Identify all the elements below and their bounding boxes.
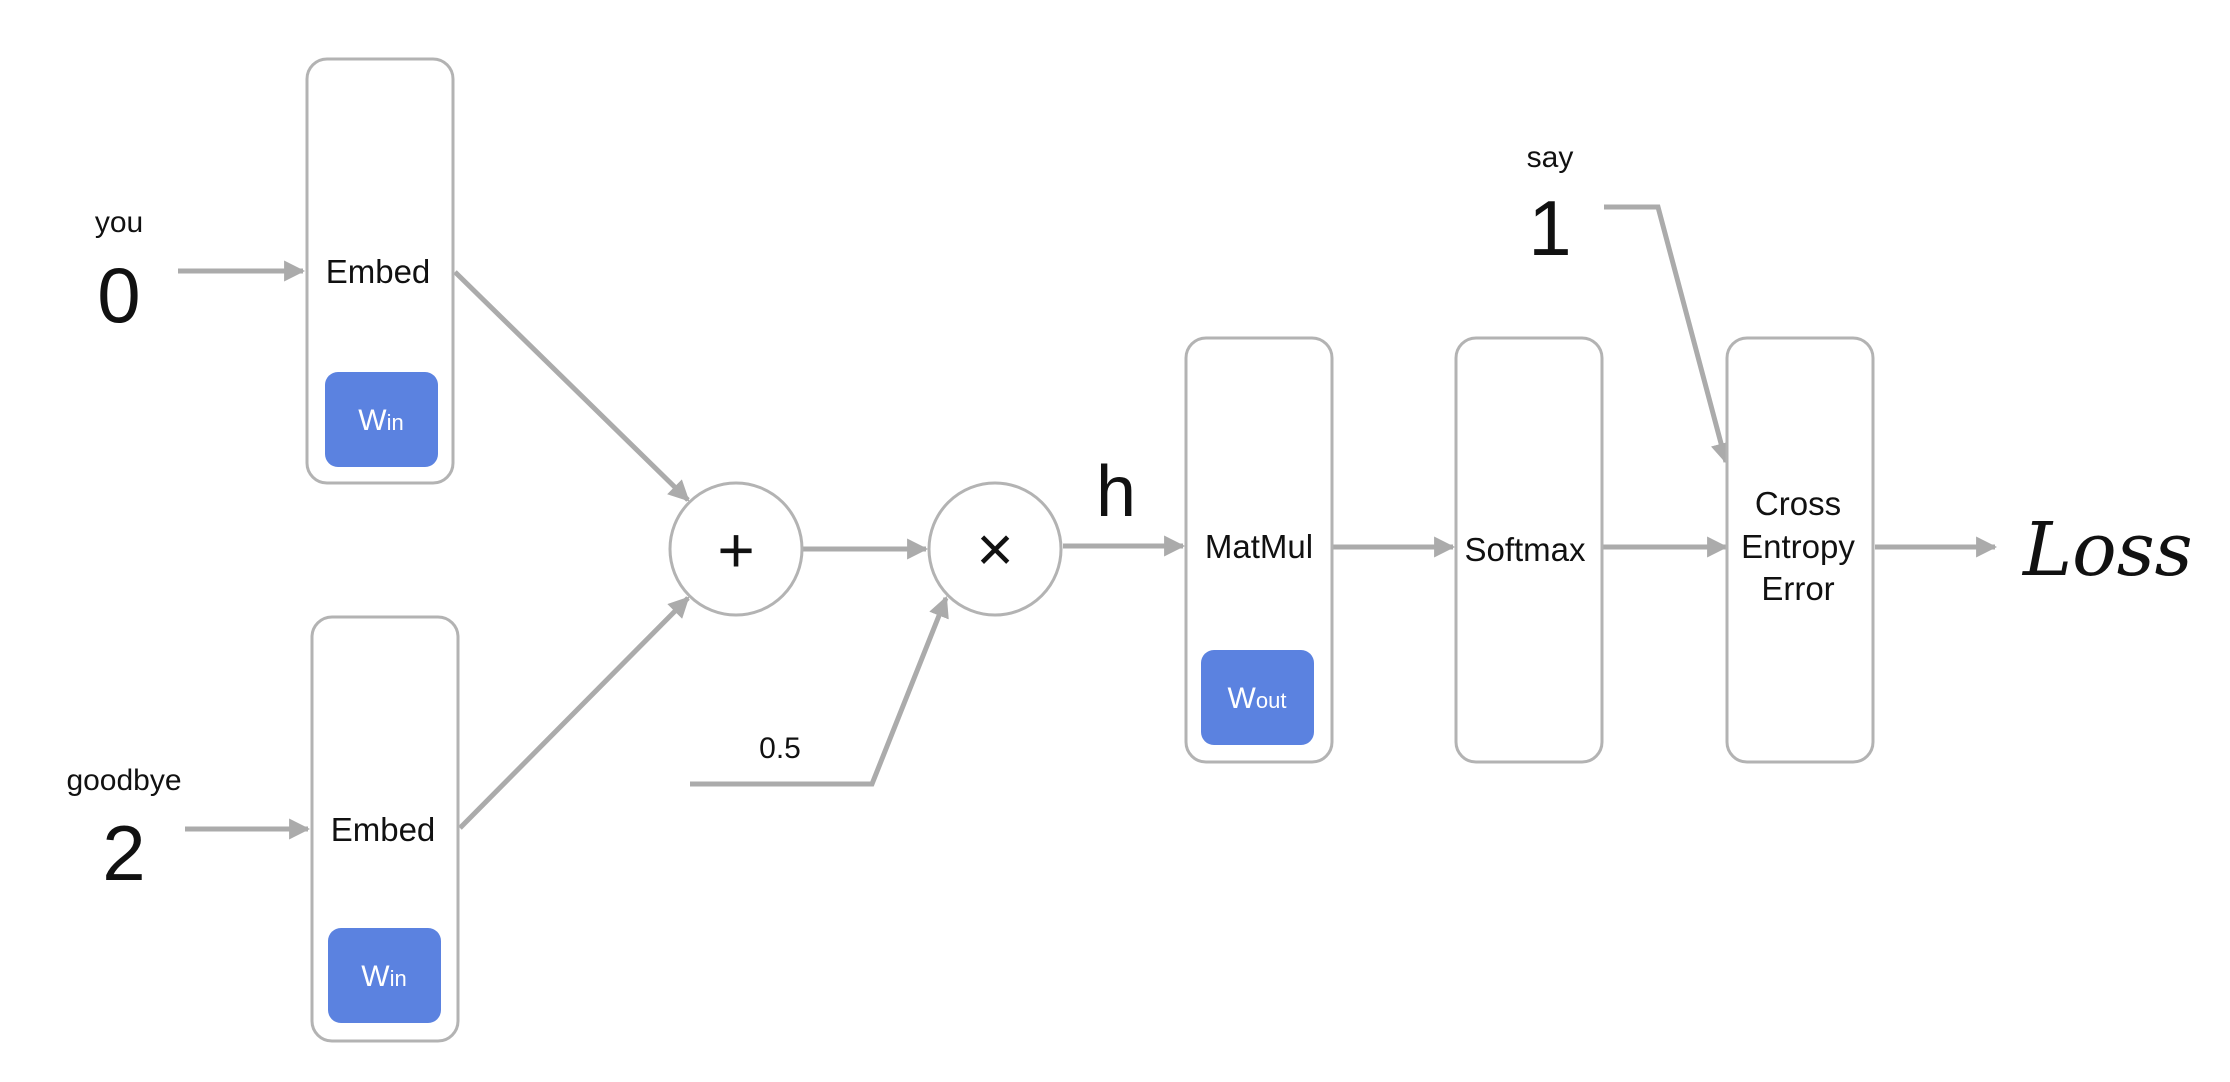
embed-1-label: Embed — [326, 253, 431, 290]
add-node: + — [668, 481, 804, 617]
weight-win-2: Win — [328, 928, 441, 1023]
embed-2-label: Embed — [331, 811, 436, 848]
matmul-layer: MatMul Wout — [1184, 336, 1334, 764]
weight-wout-main: W — [1228, 682, 1257, 715]
multiply-node: × — [927, 481, 1063, 617]
edge-scale-to-multiply — [690, 596, 949, 787]
weight-wout: Wout — [1201, 650, 1314, 745]
weight-win-1: Win — [325, 372, 438, 467]
embed-layer-2: Embed Win — [310, 615, 460, 1043]
edge-embed1-to-add — [453, 270, 690, 502]
target-id-1: 1 — [1528, 184, 1571, 272]
plus-icon: + — [717, 514, 754, 586]
weight-win-1-sub: in — [387, 410, 404, 435]
weight-wout-sub: out — [1256, 688, 1287, 713]
cross-entropy-line-1: Cross — [1755, 485, 1841, 522]
matmul-label: MatMul — [1205, 528, 1313, 565]
cross-entropy-layer: Cross Entropy Error — [1725, 336, 1875, 764]
softmax-layer: Softmax — [1454, 336, 1604, 764]
svg-text:Wout: Wout — [1228, 682, 1287, 715]
scale-value: 0.5 — [759, 732, 801, 765]
target-word-say: say — [1527, 141, 1574, 174]
cross-entropy-line-3: Error — [1761, 570, 1834, 607]
hidden-label-h: h — [1096, 452, 1136, 532]
edge-embed2-to-add — [458, 596, 690, 830]
weight-win-2-main: W — [361, 960, 390, 993]
input-id-2: 2 — [102, 809, 145, 897]
input-word-you: you — [95, 206, 143, 239]
weight-win-1-main: W — [358, 404, 387, 437]
svg-text:Win: Win — [361, 960, 406, 993]
loss-label: Loss — [2021, 507, 2193, 593]
cross-entropy-line-2: Entropy — [1741, 528, 1855, 565]
embed-layer-1: Embed Win — [305, 57, 455, 485]
input-id-0: 0 — [97, 251, 140, 339]
svg-text:Win: Win — [358, 404, 403, 437]
multiply-icon: × — [976, 513, 1013, 585]
input-word-goodbye: goodbye — [66, 764, 181, 797]
weight-win-2-sub: in — [390, 966, 407, 991]
softmax-label: Softmax — [1464, 531, 1586, 568]
edge-target-to-crossentropy — [1604, 204, 1732, 465]
